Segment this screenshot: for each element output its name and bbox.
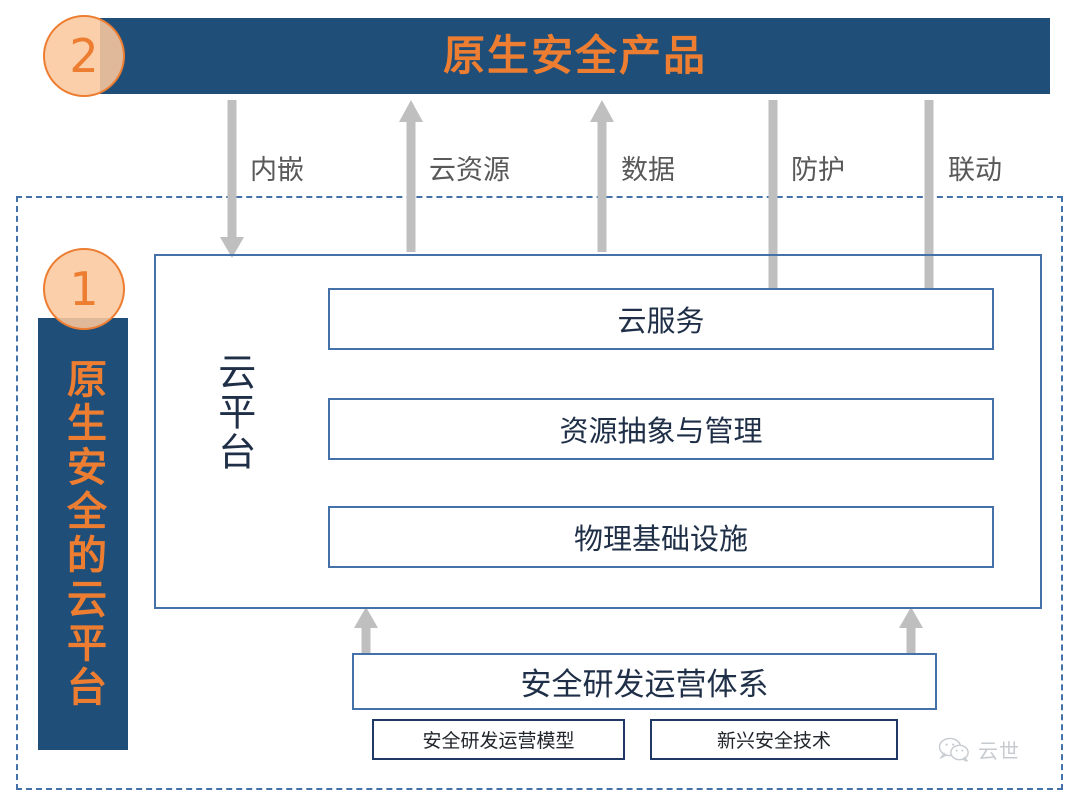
step-badge-2-label: 2 [69,29,99,83]
flow-arrow-neiqian [220,100,244,258]
flow-label-fanghu: 防护 [791,155,845,186]
flow-arrow-yunziyuan [399,100,423,252]
platform-layer-cloud-service: 云服务 [328,288,994,350]
emerging-security-tech-box: 新兴安全技术 [650,719,898,760]
step-badge-1: 1 [43,248,125,330]
flow-arrow-support-left [354,607,378,653]
flow-label-liandong: 联动 [948,155,1002,186]
native-security-product-banner: 原生安全产品 [100,18,1050,94]
wechat-icon [938,737,969,762]
step-badge-2: 2 [43,15,125,97]
platform-layer-resource-abstraction: 资源抽象与管理 [328,398,994,460]
cloud-platform-box [154,254,1042,609]
native-secure-cloud-platform-bar: 原生安全的云平台 [38,318,128,750]
sidebar-title: 原生安全的云平台 [60,358,106,710]
banner-title: 原生安全产品 [442,31,707,80]
watermark-text: 云世 [978,739,1020,763]
flow-label-yunziyuan: 云资源 [429,155,510,186]
security-devops-system-box: 安全研发运营体系 [352,653,937,710]
flow-arrow-support-right [899,607,923,653]
cloud-platform-label: 云平台 [211,352,256,472]
flow-label-neiqian: 内嵌 [250,155,304,186]
platform-layer-physical-infrastructure: 物理基础设施 [328,506,994,568]
step-badge-1-label: 1 [69,262,99,316]
native-secure-cloud-platform-region [16,196,1063,790]
flow-arrow-shuju [590,100,614,252]
security-devops-model-box: 安全研发运营模型 [372,719,625,760]
flow-label-shuju: 数据 [621,155,675,186]
watermark: 云世 [938,735,1020,764]
